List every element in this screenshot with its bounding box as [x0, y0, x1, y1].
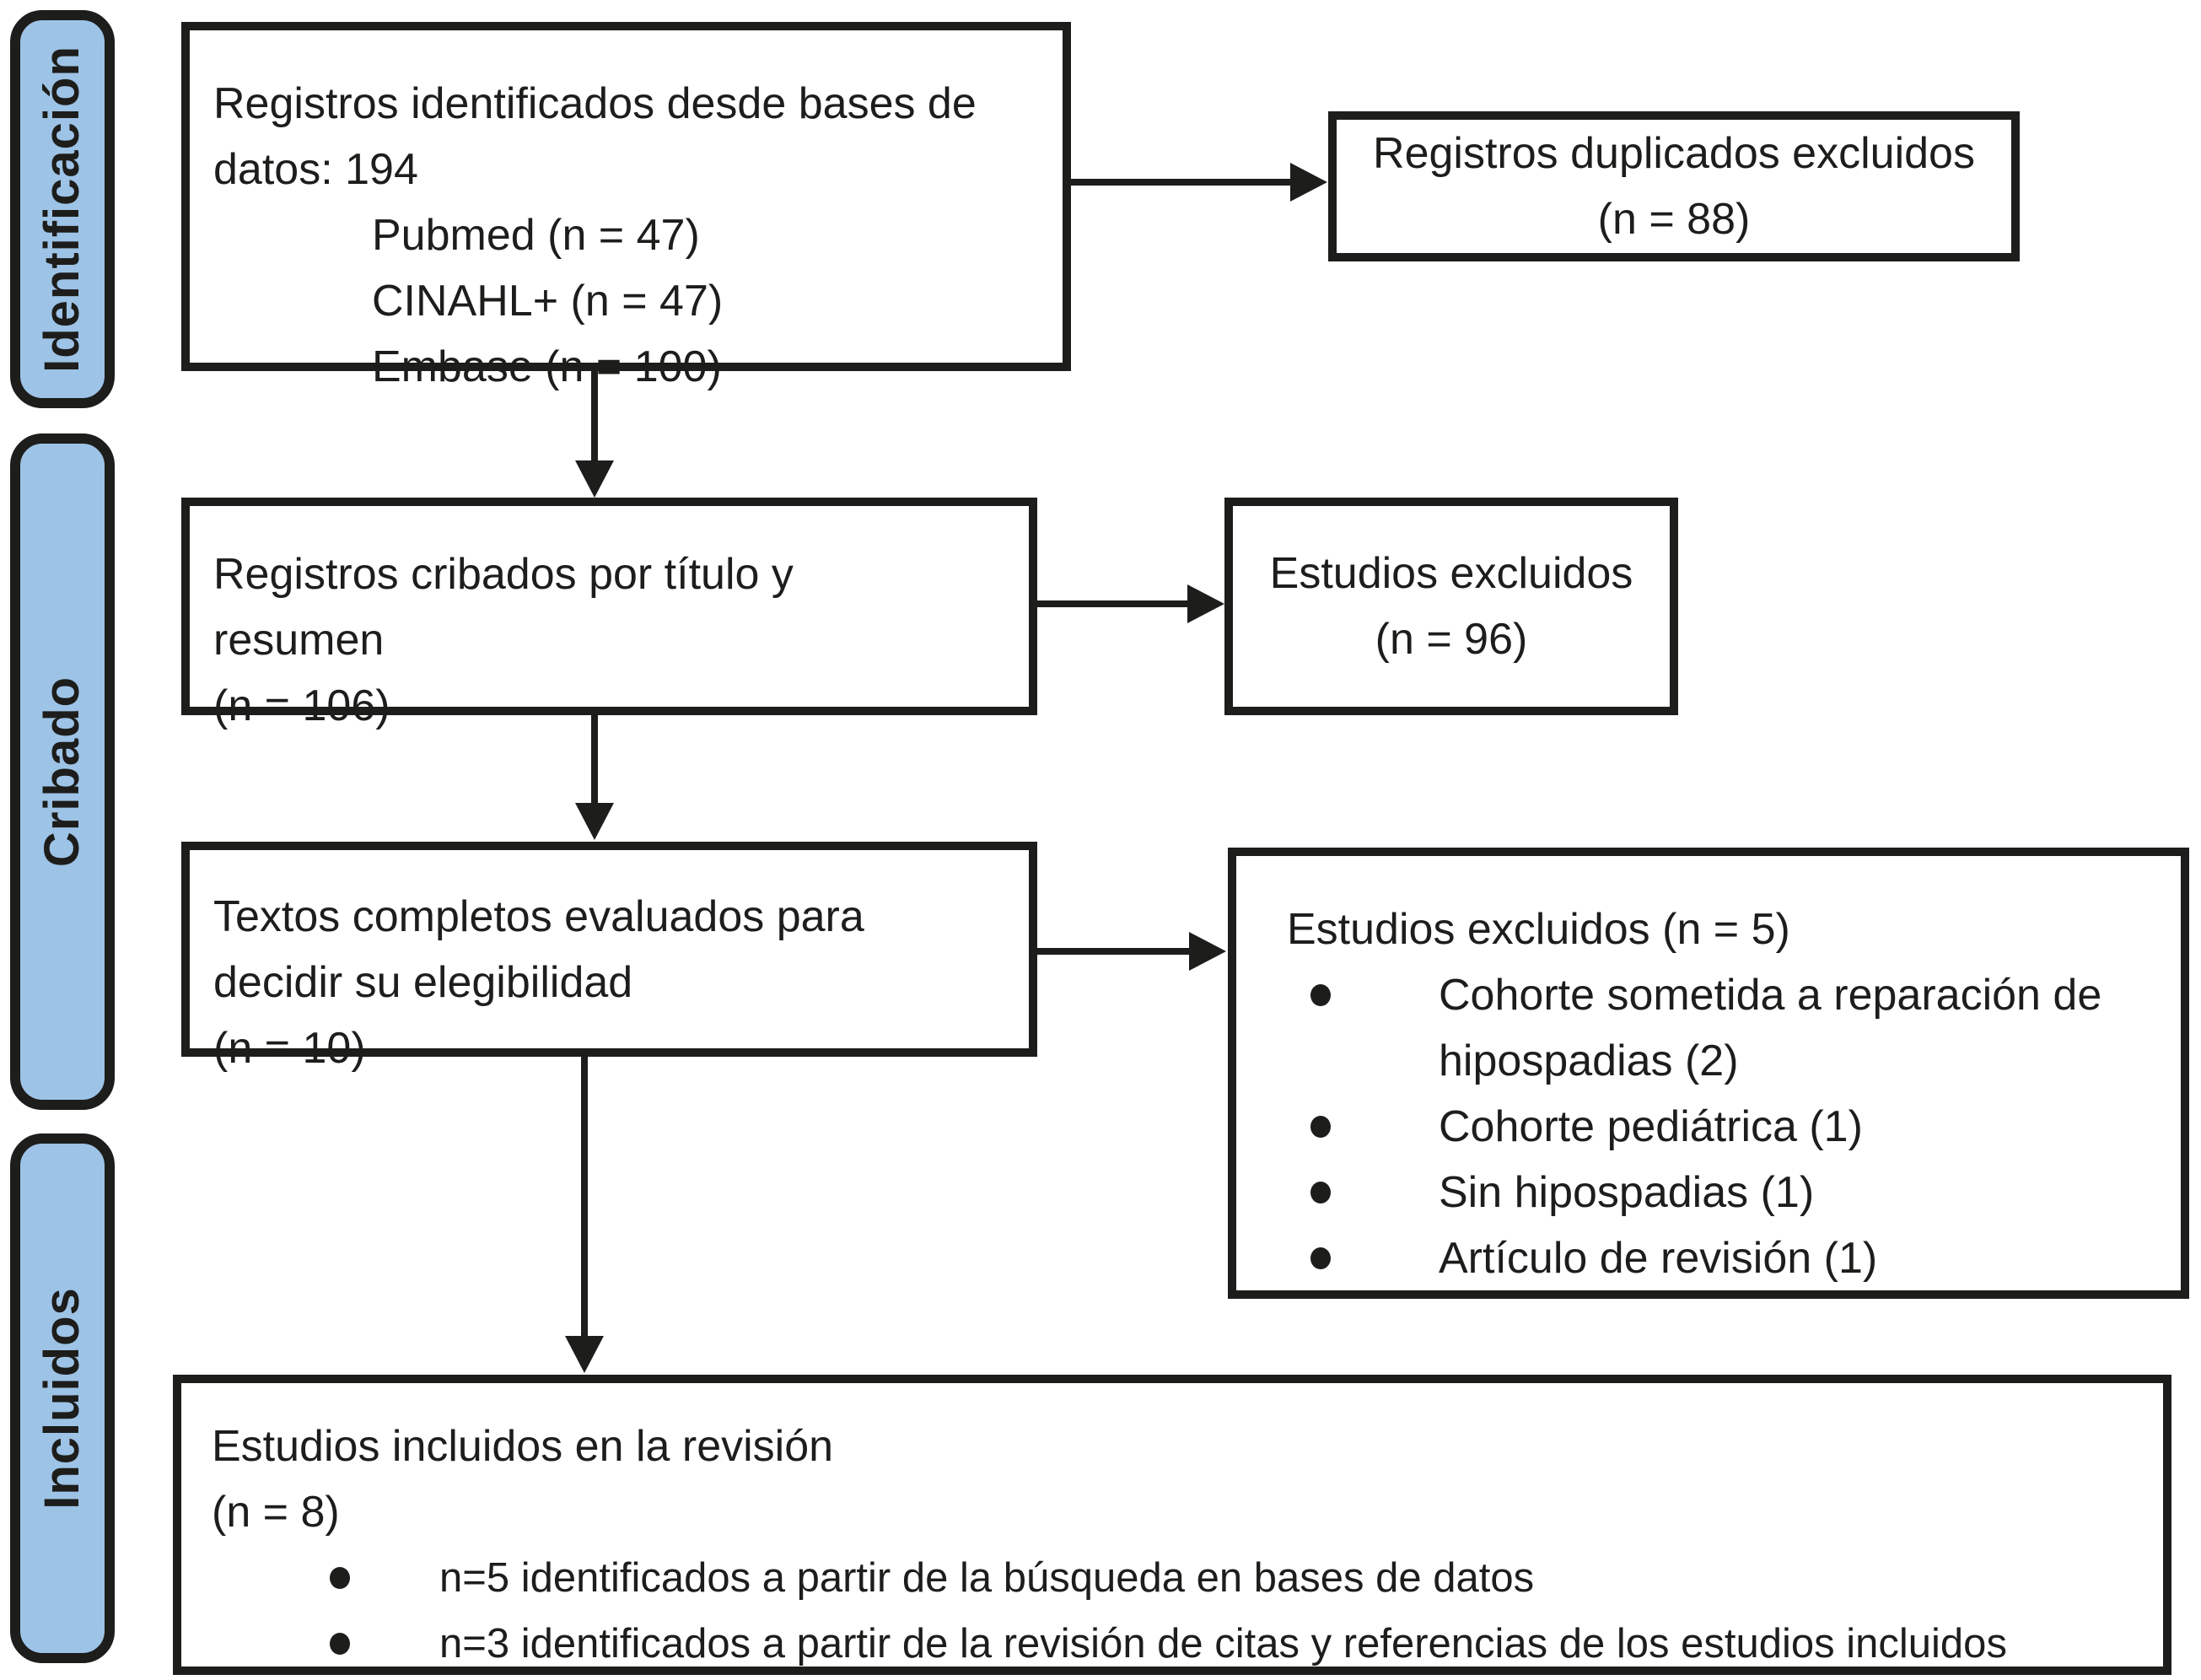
- included-source-text: n=3 identificados a partir de la revisió…: [439, 1621, 2007, 1667]
- stage-identificacion-label: Identificación: [35, 46, 90, 373]
- included-source-item: n=5 identificados a partir de la búsqued…: [212, 1545, 2163, 1611]
- fulltext-assessed-count: (n = 10): [213, 1024, 366, 1073]
- records-screened-line-1: Registros cribados por título y: [213, 550, 794, 599]
- studies-included-line-1: Estudios incluidos en la revisión: [212, 1422, 834, 1471]
- box-studies-excluded-fulltext: Estudios excluidos (n = 5) Cohorte somet…: [1228, 848, 2189, 1299]
- excluded-fulltext-reasons-list: Cohorte sometida a reparación de hipospa…: [1287, 962, 2164, 1291]
- box-records-screened: Registros cribados por título y resumen …: [181, 498, 1037, 730]
- box-duplicates-excluded: Registros duplicados excluidos (n = 88): [1328, 111, 2020, 261]
- studies-excluded-screening-count: (n = 96): [1375, 615, 1528, 664]
- included-sources-list: n=5 identificados a partir de la búsqued…: [212, 1545, 2163, 1677]
- records-identified-line-1: Registros identificados desde bases de: [213, 79, 977, 128]
- stage-incluidos: Incluidos: [10, 1133, 115, 1663]
- records-screened-line-2: resumen: [213, 616, 385, 665]
- included-source-item: n=3 identificados a partir de la revisió…: [212, 1611, 2163, 1677]
- excluded-reason-item: Artículo de revisión (1): [1287, 1225, 2181, 1291]
- studies-excluded-screening-line-1: Estudios excluidos: [1269, 549, 1633, 598]
- stage-cribado: Cribado: [10, 433, 115, 1110]
- duplicates-excluded-line-1: Registros duplicados excluidos: [1373, 129, 1975, 178]
- excluded-reason-item: Cohorte pediátrica (1): [1287, 1094, 2181, 1160]
- box-records-identified: Registros identificados desde bases de d…: [181, 22, 1071, 391]
- studies-excluded-fulltext-title: Estudios excluidos (n = 5): [1287, 905, 1790, 954]
- excluded-reason-text: Cohorte sometida a reparación de hipospa…: [1439, 971, 2102, 1085]
- excluded-reason-text: Cohorte pediátrica (1): [1439, 1102, 1863, 1151]
- box-studies-excluded-screening: Estudios excluidos (n = 96): [1224, 498, 1678, 715]
- stage-incluidos-label: Incluidos: [35, 1287, 90, 1510]
- fulltext-assessed-line-2: decidir su elegibilidad: [213, 958, 633, 1007]
- source-embase: Embase (n = 100): [372, 342, 722, 391]
- excluded-reason-item: Cohorte sometida a reparación de hipospa…: [1287, 962, 2181, 1094]
- source-pubmed: Pubmed (n = 47): [372, 211, 700, 260]
- records-screened-count: (n = 106): [213, 681, 390, 730]
- box-fulltext-assessed: Textos completos evaluados para decidir …: [181, 842, 1037, 1073]
- excluded-reason-text: Sin hipospadias (1): [1439, 1168, 1815, 1217]
- fulltext-assessed-line-1: Textos completos evaluados para: [213, 892, 864, 941]
- stage-identificacion: Identificación: [10, 10, 115, 408]
- duplicates-excluded-count: (n = 88): [1597, 195, 1751, 244]
- box-studies-included: Estudios incluidos en la revisión (n = 8…: [173, 1375, 2171, 1675]
- studies-included-count: (n = 8): [212, 1488, 340, 1537]
- excluded-reason-item: Sin hipospadias (1): [1287, 1160, 2181, 1225]
- stage-cribado-label: Cribado: [35, 676, 89, 868]
- source-cinahl: CINAHL+ (n = 47): [372, 277, 724, 326]
- records-identified-line-2: datos: 194: [213, 145, 418, 194]
- included-source-text: n=5 identificados a partir de la búsqued…: [439, 1555, 1535, 1601]
- excluded-reason-text: Artículo de revisión (1): [1439, 1234, 1878, 1283]
